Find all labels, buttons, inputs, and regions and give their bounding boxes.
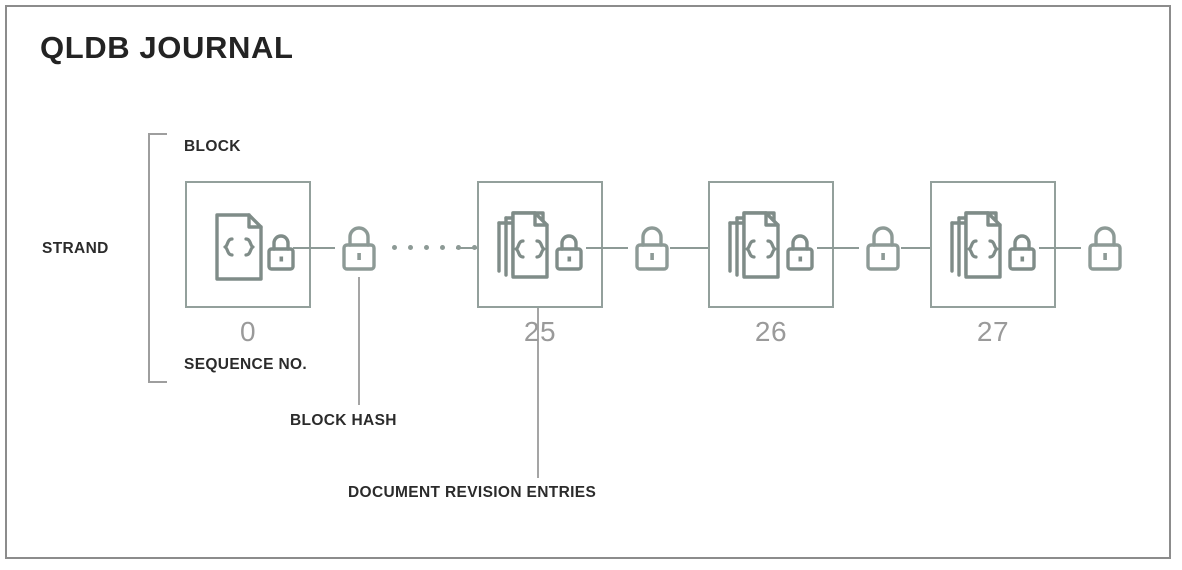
block-hash-lock-icon-26[interactable] — [859, 222, 907, 276]
elision-dot — [424, 244, 429, 250]
block-hash-label: BLOCK HASH — [290, 412, 397, 429]
connector-block25-to-hash25 — [586, 247, 628, 249]
connector-dots-to-block25 — [456, 247, 496, 249]
stacked-documents-lock-icon — [944, 205, 1046, 289]
elision-dot — [408, 244, 413, 250]
sequence-no-label: SEQUENCE NO. — [184, 356, 308, 373]
page-title: QLDB JOURNAL — [40, 30, 294, 65]
block-hash-lock-icon-0[interactable] — [335, 222, 383, 276]
sequence-number-0: 0 — [239, 316, 257, 347]
block-box-25[interactable] — [477, 181, 603, 308]
elision-dot — [392, 244, 397, 250]
sequence-number-25: 25 — [523, 316, 557, 347]
block-hash-leader-line — [358, 277, 360, 405]
block-box-27[interactable] — [930, 181, 1056, 308]
connector-hash26-to-block27 — [901, 247, 941, 249]
stacked-documents-lock-icon — [722, 205, 824, 289]
connector-block26-to-hash26 — [817, 247, 859, 249]
elision-dot — [440, 244, 445, 250]
document-lock-icon — [199, 205, 301, 289]
document-revision-entries-label: DOCUMENT REVISION ENTRIES — [348, 484, 597, 501]
connector-hash25-to-block26 — [670, 247, 712, 249]
block-box-26[interactable] — [708, 181, 834, 308]
connector-block27-to-hash27 — [1039, 247, 1081, 249]
strand-bracket — [148, 133, 167, 383]
block-label: BLOCK — [184, 138, 241, 155]
block-hash-lock-icon-27[interactable] — [1081, 222, 1129, 276]
block-box-0[interactable] — [185, 181, 311, 308]
stacked-documents-lock-icon — [491, 205, 593, 289]
sequence-number-26: 26 — [754, 316, 788, 347]
document-revision-leader-line — [537, 285, 539, 478]
connector-block0-to-hash0 — [293, 247, 335, 249]
strand-label: STRAND — [42, 240, 109, 257]
sequence-number-27: 27 — [976, 316, 1010, 347]
block-hash-lock-icon-25[interactable] — [628, 222, 676, 276]
